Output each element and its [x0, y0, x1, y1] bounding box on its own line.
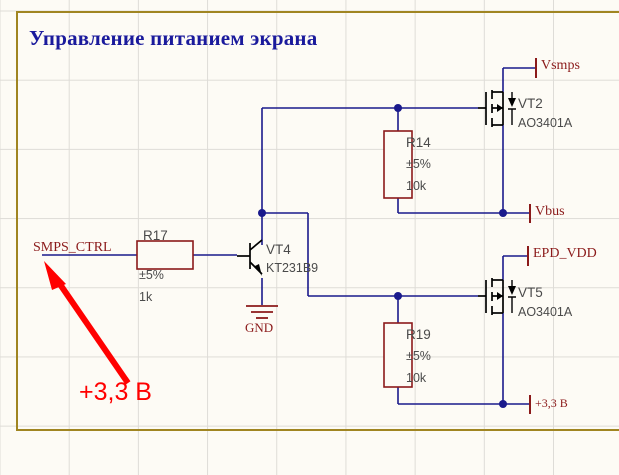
- net-label-smps-ctrl[interactable]: SMPS_CTRL: [33, 240, 112, 255]
- component-part-vt5: AO3401A: [518, 305, 573, 319]
- junction-dots: [258, 104, 507, 408]
- resistor-r14-body: [383, 130, 413, 199]
- wire-network: [42, 67, 536, 405]
- component-tolerance-r19: ±5%: [406, 349, 431, 363]
- net-label-v33[interactable]: +3,3 В: [535, 396, 568, 410]
- component-ref-vt4[interactable]: VT4: [266, 242, 291, 257]
- component-value-r17: 1k: [139, 290, 153, 304]
- sheet-border-frame: [16, 11, 619, 431]
- arrow-shaft: [52, 275, 131, 385]
- net-label-epd-vdd[interactable]: EPD_VDD: [533, 246, 597, 261]
- component-tolerance-r14: ±5%: [406, 157, 431, 171]
- page-title: Управление питанием экрана: [29, 26, 318, 50]
- gnd-label: GND: [245, 320, 274, 335]
- junction-collector: [258, 209, 266, 217]
- component-ref-r19[interactable]: R19: [406, 327, 431, 342]
- component-part-vt4: KT231B9: [266, 261, 319, 275]
- component-value-r14: 10k: [406, 179, 427, 193]
- vt5-body-arrow: [497, 292, 503, 300]
- component-ref-vt5[interactable]: VT5: [518, 285, 543, 300]
- junction-r19-gate: [394, 292, 402, 300]
- mosfet-vt5-symbol: [478, 278, 516, 315]
- resistor-r17-body: [136, 240, 194, 270]
- annotation-text-v33: +3,3 В: [79, 378, 152, 406]
- component-ref-r17[interactable]: R17: [143, 228, 168, 243]
- vt2-body-arrow: [497, 104, 503, 112]
- resistor-r19-body: [383, 322, 413, 388]
- component-ref-r14[interactable]: R14: [406, 135, 431, 150]
- transistor-vt4-symbol: [237, 239, 263, 275]
- component-ref-vt2[interactable]: VT2: [518, 96, 543, 111]
- annotation-arrow: [44, 261, 131, 385]
- component-part-vt2: AO3401A: [518, 116, 573, 130]
- net-label-vsmps[interactable]: Vsmps: [541, 58, 580, 73]
- mosfet-vt2-symbol: [478, 90, 516, 127]
- junction-v33: [499, 400, 507, 408]
- component-value-r19: 10k: [406, 371, 427, 385]
- vt4-collector-lead: [249, 239, 263, 251]
- junction-vbus: [499, 209, 507, 217]
- component-tolerance-r17: ±5%: [139, 268, 164, 282]
- junction-r14-gate: [394, 104, 402, 112]
- vt5-body-diode: [508, 286, 516, 295]
- port-markers: [527, 58, 537, 414]
- vt4-emitter-arrow: [255, 264, 262, 276]
- arrow-head: [44, 261, 66, 290]
- gnd-symbol: [246, 305, 278, 319]
- net-label-vbus[interactable]: Vbus: [535, 204, 565, 219]
- vt2-body-diode: [508, 98, 516, 107]
